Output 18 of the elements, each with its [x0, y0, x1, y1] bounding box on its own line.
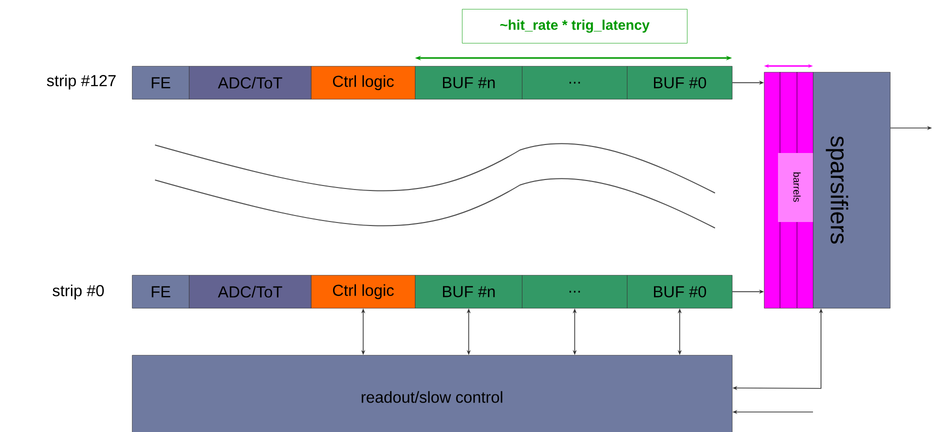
readout-box: readout/slow control — [132, 355, 732, 432]
sparsifier-block: sparsifiers — [813, 72, 890, 308]
block-cell: ADC/ToT — [189, 66, 312, 100]
block-cell: BUF #0 — [627, 66, 732, 100]
barrel-block: barrels — [764, 72, 816, 308]
formula-box: ~hit_rate * trig_latency — [462, 9, 688, 44]
block-cell: BUF #n — [415, 275, 522, 308]
block-cell: ... — [522, 275, 628, 308]
block-cell: Ctrl logic — [311, 275, 416, 308]
block-cell: BUF #0 — [627, 275, 732, 308]
block-cell: BUF #n — [415, 66, 522, 100]
block-cell: ADC/ToT — [189, 275, 312, 308]
row-label: strip #0 — [52, 284, 104, 300]
block-cell: Ctrl logic — [311, 66, 416, 100]
block-cell: FE — [132, 275, 190, 308]
block-cell: FE — [132, 66, 190, 100]
block-cell: ... — [522, 66, 628, 100]
row-label: strip #127 — [46, 74, 116, 90]
